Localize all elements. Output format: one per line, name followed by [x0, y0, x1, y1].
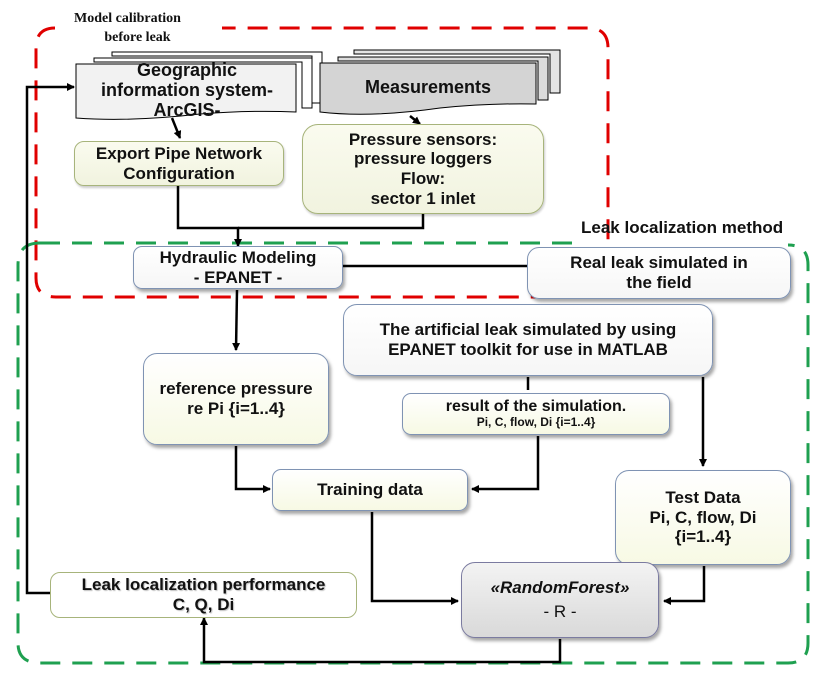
measurements-label: Measurements [364, 77, 492, 97]
arrow-measurements-sensors [409, 115, 421, 125]
line-sensors-hydraulic [238, 214, 425, 230]
simulation-line2: Pi, C, flow, Di {i=1..4} [476, 415, 596, 430]
sensors-line2: pressure loggers [354, 149, 492, 169]
real-leak-node: Real leak simulated in the field [527, 247, 791, 299]
random-forest-line1: «RandomForest» [490, 578, 630, 598]
gis-line3: ArcGIS- [153, 100, 221, 121]
artificial-line2: EPANET toolkit for use in MATLAB [388, 340, 668, 359]
artificial-leak-node: The artificial leak simulated by using E… [343, 304, 713, 376]
pressure-sensors-node: Pressure sensors: pressure loggers Flow:… [302, 124, 544, 214]
calibration-label-line1: Model calibration [74, 11, 181, 26]
gis-document-stack [75, 51, 323, 120]
test-line3: {i=1..4} [674, 527, 732, 547]
export-line2: Configuration [123, 163, 235, 183]
reference-pressure-node: reference pressure re Pi {i=1..4} [143, 353, 329, 445]
gis-line2: information system- [100, 80, 274, 101]
arrow-hydraulic-reference [232, 289, 241, 351]
training-data-node: Training data [272, 469, 468, 511]
reference-line1: reference pressure [159, 379, 313, 399]
test-line2: Pi, C, flow, Di [649, 507, 757, 527]
calibration-region-label: Model calibration before leak [74, 10, 181, 48]
test-line1: Test Data [665, 488, 741, 508]
sensors-line4: sector 1 inlet [370, 188, 476, 208]
arrow-test-randomforest [663, 566, 706, 605]
artificial-line1: The artificial leak simulated by using [379, 320, 677, 340]
hydraulic-line2: - EPANET - [193, 267, 283, 287]
method-region-label: Leak localization method [581, 218, 784, 237]
measurements-document-stack [319, 49, 561, 115]
arrow-reference-training [234, 446, 271, 493]
gis-line1: Geographic [136, 60, 238, 80]
performance-node: Leak localization performance C, Q, Di [50, 572, 357, 618]
gis-node: Geographic information system- ArcGIS- [76, 60, 298, 120]
training-label: Training data [317, 480, 423, 500]
arrow-training-randomforest [370, 512, 459, 605]
random-forest-node: «RandomForest» - R - [461, 562, 659, 638]
measurements-node: Measurements [320, 77, 536, 97]
arrow-export-hydraulic [176, 186, 242, 247]
hydraulic-line1: Hydraulic Modeling [159, 247, 317, 267]
export-pipe-network-node: Export Pipe Network Configuration [74, 141, 284, 186]
sensors-line3: Flow: [400, 169, 446, 188]
arrow-result-training [471, 436, 540, 493]
arrow-gis-export [170, 117, 182, 139]
calibration-region-outline [34, 26, 610, 299]
arrow-randomforest-performance [200, 617, 562, 664]
simulation-line1: result of the simulation. [445, 397, 627, 415]
arrow-performance-gis [25, 83, 75, 595]
random-forest-line2: - R - [543, 602, 577, 621]
test-data-node: Test Data Pi, C, flow, Di {i=1..4} [615, 470, 791, 565]
calibration-label-line2: before leak [104, 29, 171, 45]
performance-line2: C, Q, Di [172, 595, 235, 614]
export-line1: Export Pipe Network [95, 143, 263, 163]
real-leak-line1: Real leak simulated in [570, 253, 748, 273]
sensors-line1: Pressure sensors: [348, 129, 498, 149]
performance-line1: Leak localization performance [81, 575, 326, 595]
method-region-outline [16, 241, 810, 665]
hydraulic-modeling-node: Hydraulic Modeling - EPANET - [133, 246, 343, 289]
simulation-result-node: result of the simulation. Pi, C, flow, D… [402, 393, 670, 435]
reference-line2: re Pi {i=1..4} [187, 399, 285, 418]
real-leak-line2: the field [626, 273, 692, 292]
